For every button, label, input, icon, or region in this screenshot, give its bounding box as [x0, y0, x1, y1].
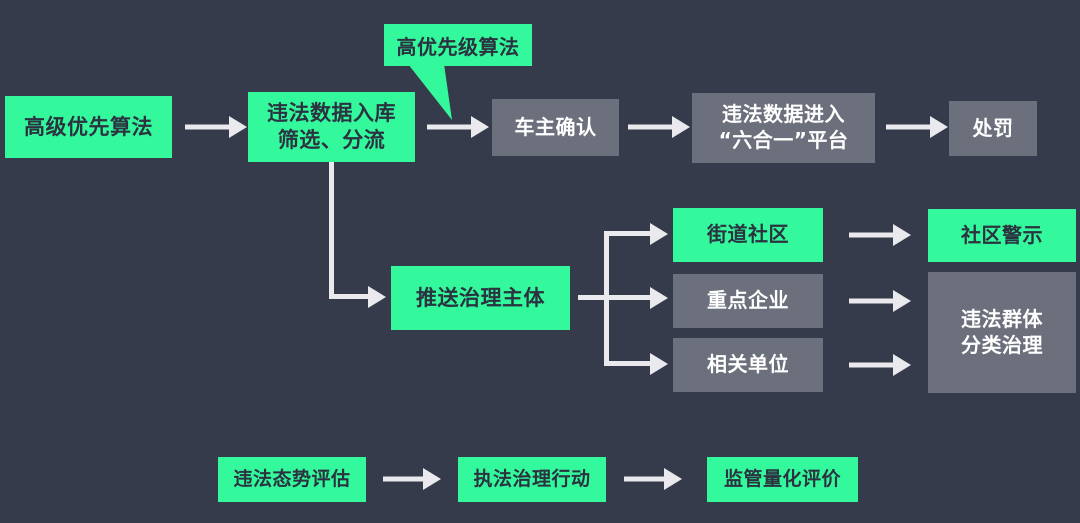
node-shequ-jingshi[interactable]: 社区警示 [928, 209, 1076, 262]
arrow-head [229, 116, 247, 138]
node-xiangguan-danwei[interactable]: 相关单位 [673, 338, 823, 392]
node-weifa-qunti-fenlei-zhili[interactable]: 违法群体 分类治理 [928, 272, 1076, 393]
arrow-shaft [628, 124, 674, 130]
node-zhongdian-qiye[interactable]: 重点企业 [673, 274, 823, 328]
node-zhifa-zhili-xingdong[interactable]: 执法治理行动 [458, 457, 606, 502]
node-jianguan-lianghua-pingjia[interactable]: 监管量化评价 [707, 457, 858, 502]
arrow-head [368, 286, 386, 308]
node-jiedao-shequ[interactable]: 街道社区 [673, 208, 823, 262]
arrow-head [650, 287, 668, 309]
arrow-head [672, 116, 690, 138]
arrow-head [650, 353, 668, 375]
arrow-head [893, 354, 911, 376]
connector-n2-right [329, 294, 371, 299]
connector-branch-2 [604, 295, 654, 300]
node-weifa-taishi-pinggu[interactable]: 违法态势评估 [218, 457, 366, 502]
arrow-shaft [185, 124, 231, 130]
node-chufa[interactable]: 处罚 [949, 101, 1037, 156]
arrow-shaft [886, 124, 932, 130]
node-weifa-shuju-ruku[interactable]: 违法数据入库 筛选、分流 [248, 92, 415, 162]
arrow-head [423, 468, 441, 490]
connector-branch-1 [604, 231, 654, 236]
node-gaoji-youxian-suanfa[interactable]: 高级优先算法 [5, 96, 172, 158]
connector-branch-3 [604, 361, 654, 366]
arrow-shaft [849, 232, 895, 238]
arrow-head [650, 223, 668, 245]
arrow-head [893, 224, 911, 246]
arrow-shaft [849, 298, 895, 304]
node-tuisong-zhili-zhuti[interactable]: 推送治理主体 [391, 266, 570, 330]
connector-n2-down [329, 162, 334, 299]
connector-hub-out [578, 295, 620, 300]
arrow-shaft [624, 476, 668, 482]
node-liuheyi-pingtai[interactable]: 违法数据进入 “六合一”平台 [692, 93, 875, 163]
arrow-head [471, 116, 489, 138]
callout-tail-icon [408, 64, 452, 120]
arrow-head [664, 468, 682, 490]
arrow-shaft [383, 476, 427, 482]
callout-gaoyouxianji-suanfa[interactable]: 高优先级算法 [384, 24, 532, 66]
arrow-head [930, 116, 948, 138]
arrow-shaft [427, 124, 473, 130]
arrow-shaft [849, 362, 895, 368]
node-chezhu-queren[interactable]: 车主确认 [492, 99, 619, 156]
arrow-head [893, 290, 911, 312]
